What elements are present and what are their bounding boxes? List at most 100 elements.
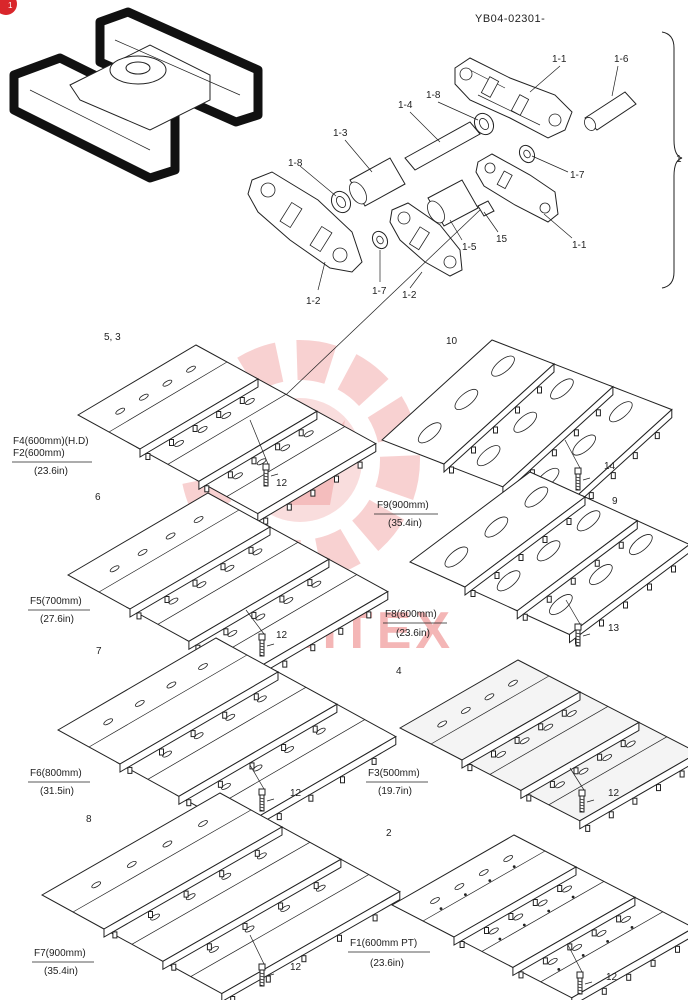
bolt-leader <box>245 609 265 635</box>
bolt-thread <box>579 798 585 801</box>
bracket-label: 1 <box>676 154 682 165</box>
bolt-slot <box>519 737 530 745</box>
bolt-head <box>578 789 586 797</box>
shoe-tooth <box>599 619 604 627</box>
track-link-assembly <box>247 57 637 277</box>
shoe-tooth <box>546 595 552 603</box>
shoe-tooth <box>279 595 285 603</box>
bolt-dot <box>571 895 575 899</box>
bolt-thread <box>263 484 269 487</box>
shoe-tooth <box>307 579 313 587</box>
shoe-tooth <box>537 386 542 394</box>
grouser-pocket <box>550 378 574 400</box>
shoe-name-f3: F3(500mm) <box>368 768 420 779</box>
bolt-thread <box>575 638 581 641</box>
shoe-lip <box>129 526 271 618</box>
shoe-tooth <box>518 971 524 979</box>
badge-text: 1 <box>8 1 13 10</box>
grouser-pocket <box>513 411 538 433</box>
part-label-1-8-left: 1-8 <box>288 158 303 169</box>
shoe-tooth <box>623 601 628 609</box>
grouser-rib <box>548 736 667 806</box>
bolt-thread <box>259 975 265 978</box>
grouser-pocket <box>484 516 509 538</box>
grouser-pocket <box>536 540 561 562</box>
shoe-tooth <box>286 503 292 511</box>
shoe-tooth <box>308 794 314 802</box>
shoe-tooth <box>632 452 638 460</box>
bolt-slot <box>572 943 583 951</box>
bolt-label-f9: 14 <box>604 461 616 472</box>
shoe-tooth <box>216 411 222 418</box>
bolt-label-f5: 12 <box>276 630 288 641</box>
bolt-slot <box>193 516 204 524</box>
part-label-1-4: 1-4 <box>398 100 413 111</box>
bolt-head <box>576 971 584 979</box>
bolt-slot <box>513 913 524 921</box>
shoe-lip <box>257 442 377 523</box>
bolt-slot <box>454 883 465 891</box>
bolt-head <box>258 788 266 796</box>
bolt-slot <box>186 365 196 373</box>
bolt-slot <box>257 695 267 703</box>
bolt-shank <box>259 969 265 987</box>
shoe-tooth <box>281 744 287 751</box>
grouser-pocket <box>629 534 653 556</box>
bolt-thread <box>579 804 585 807</box>
shoe-name-f9: F9(900mm) <box>377 500 429 511</box>
grouser-pocket <box>496 570 521 592</box>
shoe-tooth <box>192 579 198 587</box>
shoe-tooth <box>522 613 528 621</box>
bolt-slot <box>224 564 235 572</box>
part-label-15: 15 <box>496 234 508 245</box>
shoe-tooth <box>654 432 660 440</box>
shoe-lip <box>139 378 259 458</box>
bolt-slot <box>221 782 231 790</box>
shoe-tooth <box>248 546 254 554</box>
bolt-label-f7: 12 <box>290 962 302 973</box>
shoe-tooth <box>588 492 594 500</box>
bolt-slot <box>555 781 565 789</box>
shoe-tooth <box>679 770 685 778</box>
bolt-thread <box>259 984 265 987</box>
bolt-leader <box>249 764 265 790</box>
bolt-thread <box>259 981 265 984</box>
bolt-thread <box>579 807 585 810</box>
bolt-thread <box>577 980 583 983</box>
bolt-dot <box>498 937 502 941</box>
bolt-slot <box>150 913 160 921</box>
shoe-tooth <box>301 955 307 963</box>
callout-7: 7 <box>96 646 102 657</box>
bolt-dot <box>557 968 561 971</box>
bolt-label-leader <box>266 643 275 647</box>
shoe-tooth <box>190 730 196 738</box>
bolt-slot <box>126 860 137 868</box>
grouser-rib <box>190 874 369 977</box>
shoe-tooth <box>310 489 316 497</box>
shoe-tooth <box>183 890 189 898</box>
bolt-slot <box>547 957 558 965</box>
shoe-lip <box>512 896 636 977</box>
shoe-tooth <box>471 446 476 454</box>
bolt-shank <box>259 639 265 657</box>
shoe-lip <box>516 519 638 620</box>
grouser-rib <box>108 361 228 433</box>
bolt-slot <box>280 905 291 913</box>
bolt-slot <box>625 740 636 748</box>
bolt-thread <box>263 481 269 484</box>
shoe-tooth <box>515 406 520 414</box>
shoe-tooth <box>310 644 316 652</box>
shoe-tooth <box>254 849 260 857</box>
bolt-slot <box>460 706 471 714</box>
shoe-tooth <box>251 457 257 465</box>
shoe-lip <box>103 826 283 938</box>
shoe-tooth <box>148 911 153 918</box>
bolt-dot <box>464 893 467 896</box>
bolt-shank <box>259 794 265 812</box>
bolt-shank <box>577 977 583 995</box>
bolt-leader <box>564 439 581 469</box>
part-label-1-1-top: 1-1 <box>552 54 567 65</box>
shoe-tooth <box>276 813 282 821</box>
grouser-rib <box>157 541 299 625</box>
bolt-thread <box>575 485 581 488</box>
